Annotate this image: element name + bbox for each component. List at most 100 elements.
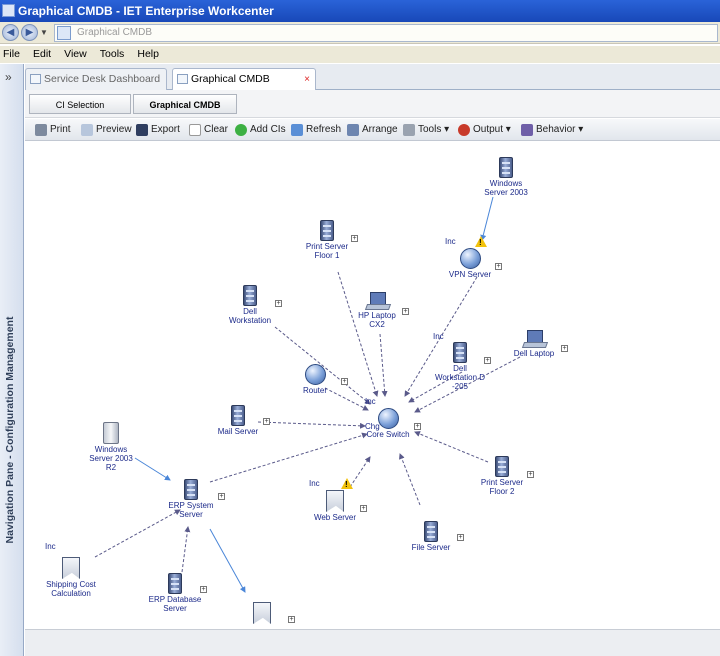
edge-dellws-core [274, 326, 371, 405]
expand-icon[interactable]: + [414, 423, 421, 430]
menu-file[interactable]: File [3, 48, 20, 60]
button-label: Preview [96, 124, 132, 135]
tab-strip: Service Desk Dashboard Graphical CMDB × [25, 64, 720, 91]
add-cis-button[interactable]: Add CIs [235, 122, 286, 138]
tab-label: Graphical CMDB [191, 73, 270, 85]
close-tab-icon[interactable]: × [304, 74, 310, 85]
node-label: Print Server Floor 1 [305, 242, 349, 260]
menu-tools[interactable]: Tools [99, 48, 125, 60]
preview-button[interactable]: Preview [81, 122, 132, 138]
expand-icon[interactable]: + [341, 378, 348, 385]
node-windows-server-2003[interactable]: Windows Server 2003 [481, 157, 531, 197]
export-button[interactable]: Export [136, 122, 180, 138]
node-web-server[interactable]: Web Server [310, 490, 360, 522]
edge-router-core [324, 387, 369, 411]
node-label: Windows Server 2003 [484, 179, 528, 197]
menu-bar: File Edit View Tools Help [0, 46, 720, 63]
history-dropdown-icon[interactable]: ▼ [40, 28, 48, 37]
node-dell-workstation[interactable]: Dell Workstation [225, 285, 275, 325]
window-title: Graphical CMDB - IET Enterprise Workcent… [18, 4, 274, 18]
node-mail-server[interactable]: Mail Server [213, 405, 263, 436]
server-icon [231, 405, 245, 426]
server-icon [243, 285, 257, 306]
expand-icon[interactable]: + [351, 235, 358, 242]
expand-icon[interactable]: + [263, 418, 270, 425]
expand-icon[interactable]: + [288, 616, 295, 623]
menu-help[interactable]: Help [137, 48, 159, 60]
expand-pane-icon[interactable]: » [5, 70, 12, 84]
node-dell-workstation-d205[interactable]: Dell Workstation D -205 [430, 342, 490, 391]
node-label: Dell Workstation D -205 [434, 364, 486, 391]
refresh-button[interactable]: Refresh [291, 122, 341, 138]
edge-label-inc: Inc [309, 479, 320, 488]
button-label: Behavior [536, 124, 576, 135]
arrange-button[interactable]: Arrange [347, 122, 398, 138]
expand-icon[interactable]: + [275, 300, 282, 307]
button-label: Print [50, 124, 71, 135]
clear-button[interactable]: Clear [189, 122, 228, 138]
behavior-dropdown[interactable]: Behavior ▾ [521, 122, 583, 138]
node-print-server-floor-1[interactable]: Print Server Floor 1 [301, 220, 353, 260]
expand-icon[interactable]: + [527, 471, 534, 478]
button-label: Arrange [362, 124, 398, 135]
expand-icon[interactable]: + [402, 308, 409, 315]
tab-label: Service Desk Dashboard [44, 73, 161, 85]
button-label: Refresh [306, 124, 342, 135]
edge-vpn-core [404, 276, 478, 397]
menu-edit[interactable]: Edit [32, 48, 52, 60]
document-icon [326, 490, 344, 512]
server-icon [168, 573, 182, 594]
expand-icon[interactable]: + [457, 534, 464, 541]
expand-icon[interactable]: + [200, 586, 207, 593]
node-router[interactable]: Router [295, 364, 335, 395]
node-erp-database-server[interactable]: ERP Database Server [147, 573, 203, 613]
expand-icon[interactable]: + [484, 357, 491, 364]
expand-icon[interactable]: + [561, 345, 568, 352]
node-erp-system-server[interactable]: ERP System Server [165, 479, 217, 519]
app-icon [2, 4, 15, 17]
node-core-switch[interactable]: Core Switch [363, 408, 413, 439]
node-shipping-cost-calculation[interactable]: Shipping Cost Calculation [41, 557, 101, 598]
node-label: VPN Server [448, 270, 492, 279]
node-dell-laptop[interactable]: Dell Laptop [509, 330, 559, 358]
tools-dropdown[interactable]: Tools ▾ [403, 122, 449, 138]
output-dropdown[interactable]: Output ▾ [458, 122, 511, 138]
menu-view[interactable]: View [64, 48, 87, 60]
node-vpn-server[interactable]: VPN Server [445, 248, 495, 279]
edge-label-chg: Chg [365, 422, 380, 431]
edge-web-core [349, 456, 371, 488]
server-icon [453, 342, 467, 363]
node-unnamed-document[interactable] [249, 602, 275, 625]
address-text: Graphical CMDB [77, 27, 153, 38]
graph-edges [94, 196, 521, 593]
node-label: Shipping Cost Calculation [46, 580, 96, 598]
node-label: HP Laptop CX2 [358, 311, 396, 329]
globe-icon [377, 408, 399, 429]
server-icon [103, 422, 119, 444]
edge-mail-core [257, 421, 366, 429]
tab-service-desk-dashboard[interactable]: Service Desk Dashboard [25, 68, 167, 90]
expand-icon[interactable]: + [218, 493, 225, 500]
node-label: File Server [411, 543, 451, 552]
node-windows-server-2003-r2[interactable]: Windows Server 2003 R2 [83, 422, 139, 472]
cmdb-graph-canvas[interactable]: Inc Inc Inc Chg Inc Inc Windows Server 2… [25, 142, 720, 628]
forward-icon[interactable]: ▶ [21, 24, 38, 41]
node-print-server-floor-2[interactable]: Print Server Floor 2 [477, 456, 527, 496]
breadcrumb-ci-selection[interactable]: CI Selection [29, 94, 131, 114]
node-label: ERP Database Server [148, 595, 202, 613]
navigation-pane-label[interactable]: Navigation Pane - Configuration Manageme… [4, 316, 16, 544]
address-field[interactable]: Graphical CMDB [54, 24, 718, 42]
tab-graphical-cmdb[interactable]: Graphical CMDB × [172, 68, 316, 91]
expand-icon[interactable]: + [495, 263, 502, 270]
print-button[interactable]: Print [35, 122, 71, 138]
node-label: Router [302, 386, 327, 395]
breadcrumb-graphical-cmdb[interactable]: Graphical CMDB [133, 94, 237, 114]
node-hp-laptop-cx2[interactable]: HP Laptop CX2 [355, 292, 399, 329]
expand-icon[interactable]: + [360, 505, 367, 512]
edge-dellws205-core [408, 371, 463, 403]
edge-erpdb-erp [181, 526, 191, 573]
warning-icon: ! [475, 236, 487, 247]
node-file-server[interactable]: File Server [406, 521, 456, 552]
back-icon[interactable]: ◀ [2, 24, 19, 41]
node-label: Windows Server 2003 R2 [89, 445, 133, 472]
